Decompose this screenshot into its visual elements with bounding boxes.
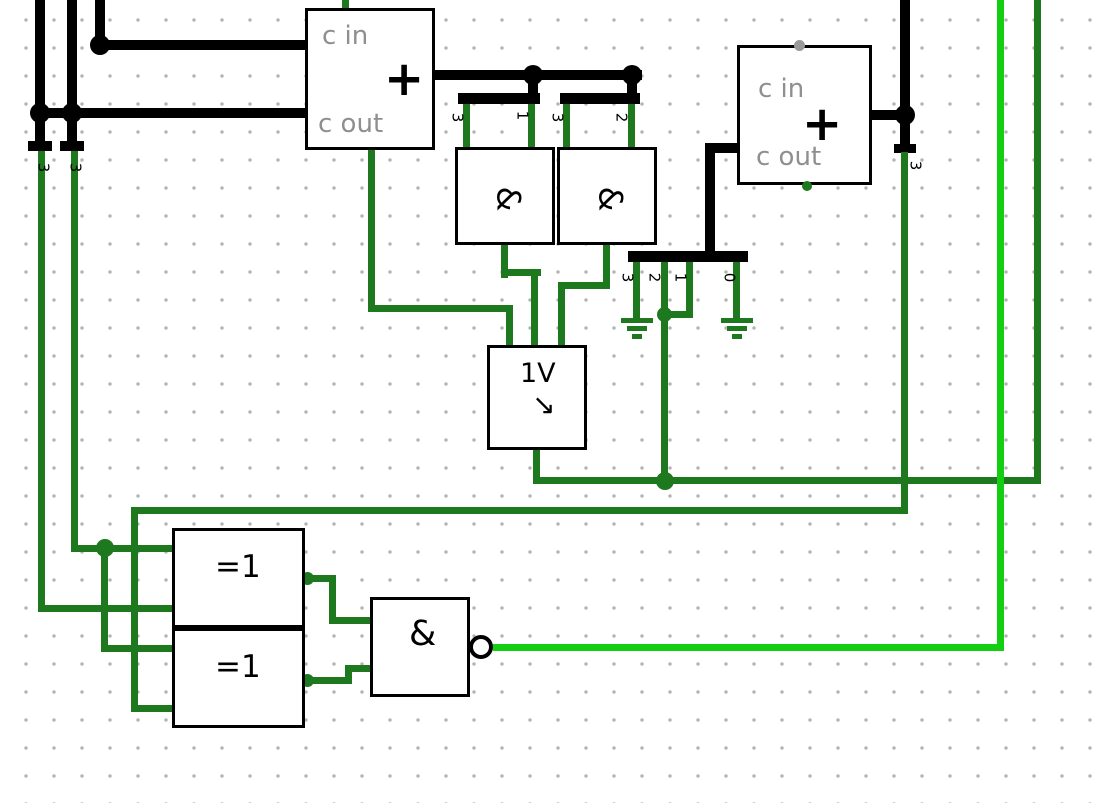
wire[interactable]	[329, 617, 370, 624]
pin-label: 3	[34, 162, 53, 173]
wire[interactable]	[307, 677, 352, 684]
nand-gate[interactable]: &	[370, 597, 470, 697]
bus-wire[interactable]	[705, 143, 737, 153]
pin-label: 1	[513, 110, 532, 121]
pin-label: 2	[612, 112, 631, 123]
and-gate-label: &	[591, 186, 630, 212]
wire[interactable]	[633, 262, 640, 318]
adder-cin-label: c in	[758, 74, 805, 104]
wire[interactable]	[329, 575, 336, 624]
xor-gate[interactable]: =1	[172, 628, 305, 728]
bus-wire[interactable]	[872, 110, 910, 120]
pin-label: 3	[548, 112, 567, 123]
pin-label: 3	[66, 162, 85, 173]
junction-dot	[622, 65, 642, 85]
junction-dot	[30, 103, 50, 123]
bus-wire[interactable]	[95, 40, 305, 50]
wire[interactable]	[528, 104, 535, 149]
wire[interactable]	[368, 305, 513, 312]
wire[interactable]	[501, 269, 541, 276]
wire[interactable]	[533, 477, 1041, 484]
adder-cin-label: c in	[322, 21, 369, 51]
junction-dot	[523, 65, 543, 85]
wire[interactable]	[345, 665, 352, 684]
mux-arrow-icon: ↘	[532, 388, 556, 421]
and-gate[interactable]: &	[455, 147, 555, 245]
wire[interactable]	[733, 262, 740, 318]
wire[interactable]	[603, 245, 610, 289]
junction-dot	[657, 307, 672, 322]
pin-label: 1	[671, 272, 690, 283]
wire[interactable]	[563, 104, 570, 149]
nand-gate-label: &	[409, 614, 437, 654]
bus-wire[interactable]	[35, 0, 45, 148]
wire[interactable]	[506, 305, 513, 347]
xor-gate[interactable]: =1	[172, 528, 305, 628]
wire[interactable]	[997, 0, 1004, 651]
wire[interactable]	[345, 665, 370, 672]
mux-component[interactable]: 1V ↘	[487, 345, 587, 450]
bus-wire[interactable]	[67, 0, 77, 148]
wire[interactable]	[131, 507, 138, 712]
junction-dot	[96, 539, 114, 557]
wire[interactable]	[493, 644, 1004, 651]
bus-splitter-bar[interactable]	[28, 141, 52, 151]
plus-icon: +	[802, 96, 843, 152]
bus-splitter-bar[interactable]	[458, 93, 540, 104]
wire[interactable]	[71, 151, 78, 552]
adder-component[interactable]: c in + c out	[305, 8, 435, 150]
plus-icon: +	[384, 51, 425, 107]
wire[interactable]	[463, 104, 470, 149]
wire[interactable]	[901, 152, 908, 514]
junction-dot	[656, 472, 674, 490]
wire[interactable]	[533, 450, 540, 484]
xor-gate-label: =1	[215, 649, 261, 685]
bus-wire[interactable]	[900, 115, 910, 152]
pin-label: 0	[720, 272, 739, 283]
bus-wire[interactable]	[900, 0, 910, 120]
output-pin-dot	[802, 181, 812, 191]
bus-splitter-bar[interactable]	[628, 251, 748, 262]
wire[interactable]	[101, 548, 108, 651]
wire[interactable]	[661, 262, 668, 484]
bus-splitter-bar[interactable]	[560, 93, 640, 104]
wire[interactable]	[501, 245, 508, 278]
wire[interactable]	[1034, 0, 1041, 484]
pin-label: 3	[618, 272, 637, 283]
wire[interactable]	[307, 575, 336, 582]
xor-gate-label: =1	[215, 549, 261, 585]
adder-component[interactable]: c in + c out	[737, 45, 872, 185]
wire[interactable]	[558, 282, 565, 347]
wire[interactable]	[38, 151, 45, 611]
wire[interactable]	[531, 269, 538, 347]
wire[interactable]	[71, 545, 174, 552]
pin-label: 2	[645, 272, 664, 283]
inverter-bubble-icon	[469, 635, 493, 659]
bus-wire[interactable]	[35, 108, 305, 118]
adder-cout-label: c out	[318, 109, 384, 139]
wire[interactable]	[686, 262, 693, 318]
wire[interactable]	[131, 705, 174, 712]
pin-label: 3	[906, 160, 925, 171]
junction-dot	[62, 103, 82, 123]
bus-splitter-bar[interactable]	[894, 144, 916, 153]
wire[interactable]	[342, 0, 349, 12]
wire[interactable]	[131, 507, 908, 514]
bus-wire[interactable]	[95, 0, 105, 50]
and-gate[interactable]: &	[557, 147, 657, 245]
bus-wire[interactable]	[705, 143, 715, 255]
pin-label: 3	[448, 112, 467, 123]
wire[interactable]	[558, 282, 610, 289]
wire[interactable]	[368, 150, 375, 312]
junction-dot	[895, 105, 915, 125]
wire[interactable]	[661, 311, 691, 318]
and-gate-label: &	[489, 186, 528, 212]
unconnected-pin-dot	[794, 40, 805, 51]
mux-label: 1V	[520, 358, 556, 389]
wire[interactable]	[628, 104, 635, 149]
bus-splitter-bar[interactable]	[60, 141, 84, 151]
junction-dot	[90, 35, 110, 55]
adder-cout-label: c out	[756, 142, 822, 172]
